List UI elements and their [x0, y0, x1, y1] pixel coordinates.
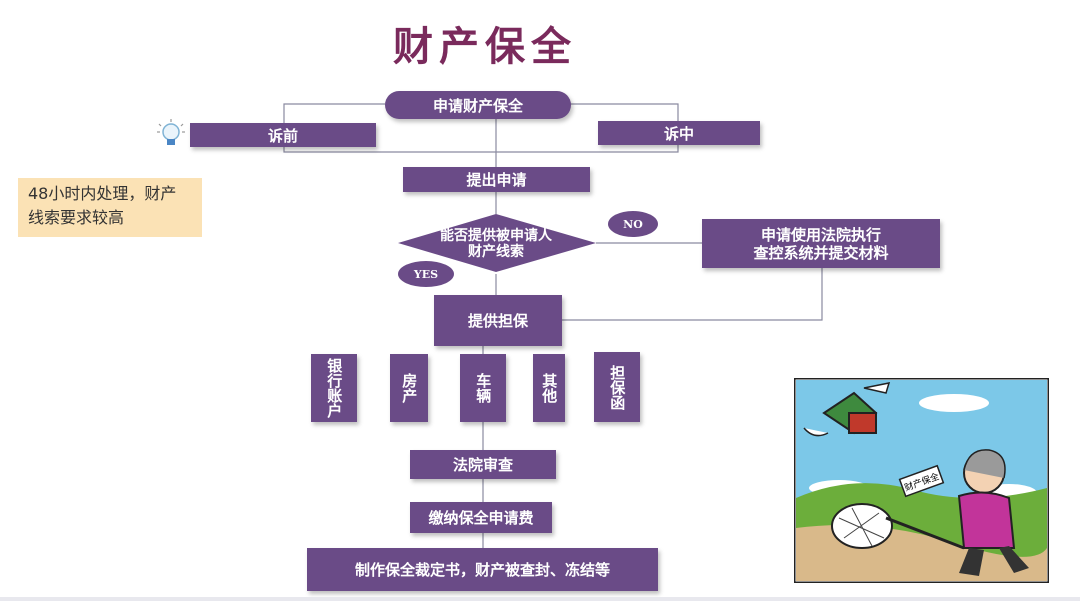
page-title: 财产保全 [393, 23, 577, 70]
option-bank-account: 银行账户 [311, 354, 357, 422]
option-vehicle: 车辆 [460, 354, 506, 422]
lightbulb-icon [157, 119, 185, 145]
pay-fee-box: 缴纳保全申请费 [410, 502, 552, 533]
option-guarantee-letter: 担保函 [594, 352, 640, 422]
yes-label: YES [398, 261, 454, 287]
no-label: NO [608, 211, 658, 237]
submit-box: 提出申请 [403, 167, 590, 192]
decision-label: 能否提供被申请人 财产线索 [440, 228, 552, 260]
court-review-box: 法院审查 [410, 450, 556, 479]
note-box: 48小时内处理，财产线索要求较高 [18, 178, 202, 237]
alt-step-box: 申请使用法院执行 查控系统并提交材料 [702, 219, 940, 268]
guarantee-box: 提供担保 [434, 295, 562, 346]
in-suit-box: 诉中 [598, 121, 760, 145]
option-property: 房产 [390, 354, 428, 422]
pre-suit-box: 诉前 [190, 123, 376, 147]
cartoon-illustration: 财产保全 [794, 378, 1049, 583]
option-other: 其他 [533, 354, 565, 422]
bottom-bar [0, 597, 1080, 601]
final-box: 制作保全裁定书，财产被查封、冻结等 [307, 548, 658, 591]
start-node: 申请财产保全 [385, 91, 571, 119]
decision-diamond [398, 214, 596, 272]
